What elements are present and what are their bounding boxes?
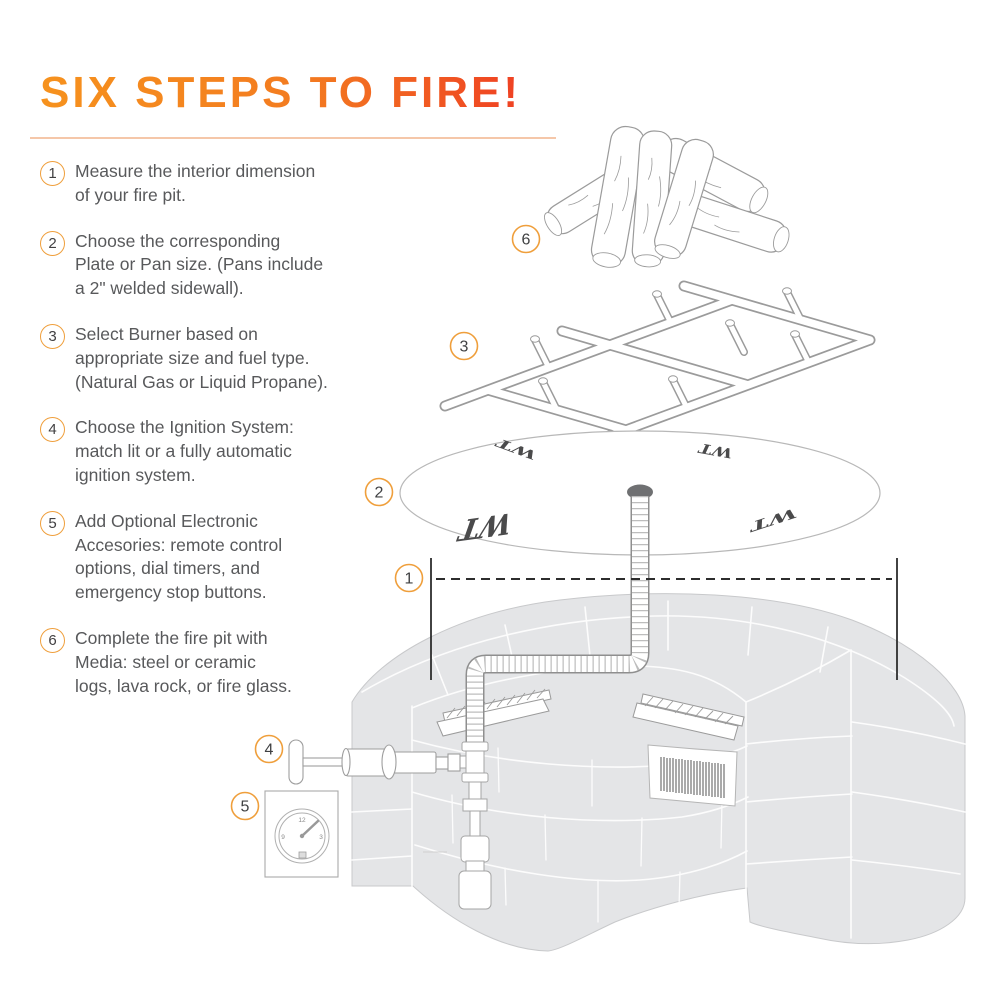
diagram-marker-2: 2 — [364, 477, 394, 507]
step-text: Select Burner based on appropriate size … — [75, 323, 328, 392]
plate-logo-wt: WT — [696, 440, 733, 462]
step-number-badge: 3 — [40, 323, 65, 349]
step-item-1: 1 Measure the interior dimension of your… — [40, 160, 352, 208]
timer-numeral-12: 12 — [298, 817, 306, 824]
page-title: SIX STEPS TO FIRE! — [40, 68, 522, 117]
step-text: Choose the corresponding Plate or Pan si… — [75, 230, 324, 299]
diagram-marker-4: 4 — [254, 734, 284, 764]
vent-strip-right — [632, 693, 745, 741]
svg-text:4: 4 — [265, 742, 274, 759]
title-underline — [30, 137, 556, 139]
diagram-marker-5: 5 — [230, 791, 260, 821]
timer-numeral-9: 9 — [281, 834, 285, 841]
ceramic-logs-illustration — [544, 125, 790, 268]
svg-text:3: 3 — [460, 339, 469, 356]
step-item-4: 4 Choose the Ignition System: match lit … — [40, 416, 352, 487]
step-text: Add Optional Electronic Accesories: remo… — [75, 510, 283, 603]
step-text: Choose the Ignition System: match lit or… — [75, 417, 294, 485]
step-number-badge: 1 — [40, 161, 65, 186]
step-text: Measure the interior dimension of your f… — [75, 161, 316, 205]
svg-text:5: 5 — [241, 799, 250, 816]
step-item-2: 2 Choose the corresponding Plate or Pan … — [40, 230, 352, 301]
gas-flex-pipe — [465, 496, 650, 746]
steps-list: 1 Measure the interior dimension of your… — [40, 160, 352, 720]
ignition-valve-assembly — [288, 739, 461, 785]
burner-illustration — [439, 280, 876, 451]
step-item-3: 3 Select Burner based on appropriate siz… — [40, 323, 352, 394]
step-number-badge: 6 — [40, 627, 65, 653]
step-item-6: 6 Complete the fire pit with Media: stee… — [40, 627, 352, 698]
dial-timer-illustration: 12 3 9 — [264, 790, 339, 878]
step-item-5: 5 Add Optional Electronic Accesories: re… — [40, 510, 352, 605]
step-text: Complete the fire pit with Media: steel … — [75, 627, 292, 696]
valve-key-handle — [288, 739, 304, 785]
timer-numeral-3: 3 — [319, 834, 323, 841]
diagram-marker-1: 1 — [394, 563, 424, 593]
interior-dimension-measure — [430, 558, 898, 680]
svg-text:1: 1 — [405, 571, 414, 588]
plate-center-hub — [627, 484, 653, 500]
diagram-marker-6: 6 — [511, 224, 541, 254]
step-number-badge: 5 — [40, 510, 65, 536]
step-number-badge: 4 — [40, 417, 65, 443]
diagram-marker-3: 3 — [449, 331, 479, 361]
wall-vent-grille — [647, 744, 738, 807]
svg-text:2: 2 — [375, 485, 384, 502]
plate-illustration: WT WT WT WT — [399, 430, 881, 556]
svg-text:6: 6 — [522, 232, 531, 249]
step-number-badge: 2 — [40, 230, 65, 256]
valve-flange — [381, 744, 397, 780]
